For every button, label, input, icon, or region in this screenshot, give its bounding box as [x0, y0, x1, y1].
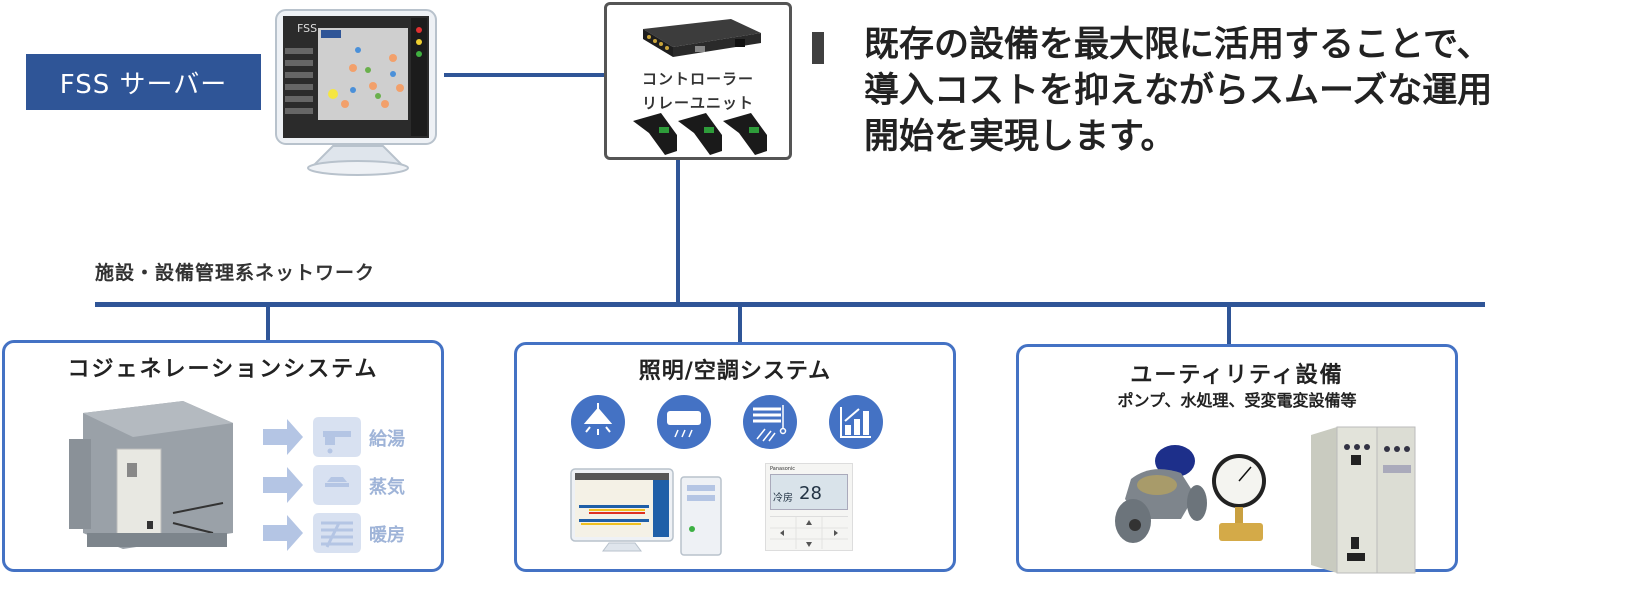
controller-device-image — [643, 19, 761, 57]
fss-screen-logo: FSS — [297, 22, 317, 35]
chart-icon — [829, 395, 883, 449]
cogeneration-output-steam: 蒸気 — [263, 463, 433, 511]
server-to-controller-line — [444, 73, 606, 77]
controller-label-line2: リレーユニット — [641, 94, 754, 112]
lighting-hvac-system-box: 照明/空調システム — [514, 342, 956, 572]
remote-temperature: 28 — [799, 483, 822, 504]
headline-text: 既存の設備を最大限に活用することで、 導入コストを抑えながらスムーズな運用 開始… — [864, 22, 1624, 160]
water-meter-image — [1115, 445, 1207, 543]
controller-to-network-line — [676, 160, 680, 305]
management-pc-illustration — [570, 468, 722, 556]
output-label-steam: 蒸気 — [369, 477, 405, 498]
headline-marker — [812, 32, 824, 64]
arrow-right-icon — [263, 465, 361, 505]
controller-label-line1: コントローラー — [641, 70, 754, 88]
cogeneration-unit-image — [69, 401, 233, 549]
controller-relay-unit-box: コントローラー リレーユニット — [604, 2, 792, 160]
relay-units-image — [633, 113, 767, 155]
network-drop-lighting-hvac — [738, 306, 742, 342]
controller-label: コントローラー リレーユニット — [607, 67, 789, 115]
remote-buttons — [770, 516, 848, 549]
air-conditioner-icon — [657, 395, 711, 449]
remote-brand: Panasonic — [770, 466, 796, 472]
relay-unit-icon — [723, 113, 767, 155]
relay-unit-icon — [633, 113, 677, 155]
network-bus-line — [95, 302, 1485, 307]
ceiling-light-icon — [571, 395, 625, 449]
pressure-gauge-image — [1212, 454, 1266, 541]
headline-line3: 開始を実現します。 — [864, 117, 1176, 157]
utility-equipment-title: ユーティリティ設備 — [1130, 363, 1344, 388]
remote-display: 冷房 28 — [770, 474, 848, 510]
cogeneration-output-heating: 暖房 — [263, 511, 433, 559]
output-label-heating: 暖房 — [369, 525, 405, 546]
cogeneration-system-box: コジェネレーションシステム 給湯 蒸気 暖房 — [2, 340, 444, 572]
heating-icon — [313, 513, 361, 553]
output-label-hot-water: 給湯 — [369, 429, 405, 450]
arrow-right-icon — [263, 513, 361, 553]
lighting-hvac-system-title: 照明/空調システム — [638, 359, 832, 384]
fss-server-label-text: FSS サーバー — [59, 69, 228, 100]
switchboard-panel-image — [1311, 426, 1416, 574]
remote-mode: 冷房 — [773, 493, 793, 504]
network-drop-cogeneration — [266, 306, 270, 342]
headline-line1: 既存の設備を最大限に活用することで、 — [864, 25, 1492, 65]
fss-monitor-illustration: FSS — [253, 8, 443, 178]
network-label: 施設・設備管理系ネットワーク — [95, 262, 376, 284]
network-drop-utility — [1227, 306, 1231, 344]
ac-remote-controller: Panasonic 冷房 28 — [765, 463, 853, 551]
utility-equipment-box: ユーティリティ設備 ポンプ、水処理、受変電変設備等 — [1016, 344, 1458, 574]
relay-unit-icon — [678, 113, 722, 155]
headline-line2: 導入コストを抑えながらスムーズな運用 — [864, 71, 1493, 111]
arrow-right-icon — [263, 417, 361, 457]
cogeneration-system-title: コジェネレーションシステム — [67, 357, 379, 382]
utility-equipment-subtitle: ポンプ、水処理、受変電変設備等 — [1117, 391, 1357, 410]
blinds-icon — [743, 395, 797, 449]
cogeneration-output-hot-water: 給湯 — [263, 415, 433, 463]
fss-server-label: FSS サーバー — [26, 54, 261, 110]
